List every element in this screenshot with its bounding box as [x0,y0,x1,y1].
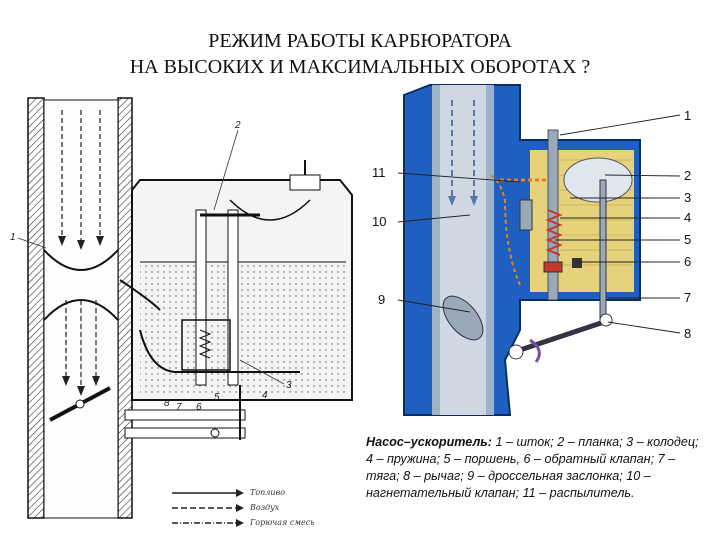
right-callout-10: 10 [372,214,386,229]
left-part-6-label: 6 [196,402,202,413]
right-callout-7: 7 [684,290,691,305]
left-part-3-label: 3 [286,380,292,391]
right-callout-4: 4 [684,210,691,225]
float-chamber [131,160,353,401]
right-callout-5: 5 [684,232,691,247]
legend-fuel: Топливо [250,488,286,497]
carburetor-diagram-right [403,84,641,416]
caption-heading: Насос–ускоритель: [366,435,492,449]
right-callout-6: 6 [684,254,691,269]
pump-caption: Насос–ускоритель: 1 – шток; 2 – планка; … [366,434,706,502]
lever-linkage [124,385,246,440]
airflow-arrows [61,110,101,390]
title-line-1: РЕЖИМ РАБОТЫ КАРБЮРАТОРА [208,30,512,52]
caption-text: 1 – шток; 2 – планка; 3 – колодец; 4 – п… [366,435,699,500]
mixing-chamber [27,97,133,519]
right-callout-1: 1 [684,108,691,123]
right-callout-9: 9 [378,292,385,307]
left-part-1-label: 1 [10,232,16,243]
legend-air: Воздух [250,503,280,512]
left-part-8-label: 8 [164,398,170,409]
right-callout-8: 8 [684,326,691,341]
title-line-2: НА ВЫСОКИХ И МАКСИМАЛЬНЫХ ОБОРОТАХ ? [129,56,591,78]
slide-title: РЕЖИМ РАБОТЫ КАРБЮРАТОРА НА ВЫСОКИХ И МА… [0,28,720,80]
legend-mixture: Горючая смесь [250,518,315,527]
left-part-7-label: 7 [176,402,182,413]
left-part-4-label: 4 [262,390,268,401]
airflow-arrowheads [58,236,104,396]
left-part-5-label: 5 [214,392,220,403]
left-part-2-label: 2 [234,120,241,131]
left-legend-lines [172,489,244,527]
right-callout-11: 11 [372,165,386,180]
accelerator-pump [119,209,300,386]
right-callout-2: 2 [684,168,691,183]
right-callout-3: 3 [684,190,691,205]
